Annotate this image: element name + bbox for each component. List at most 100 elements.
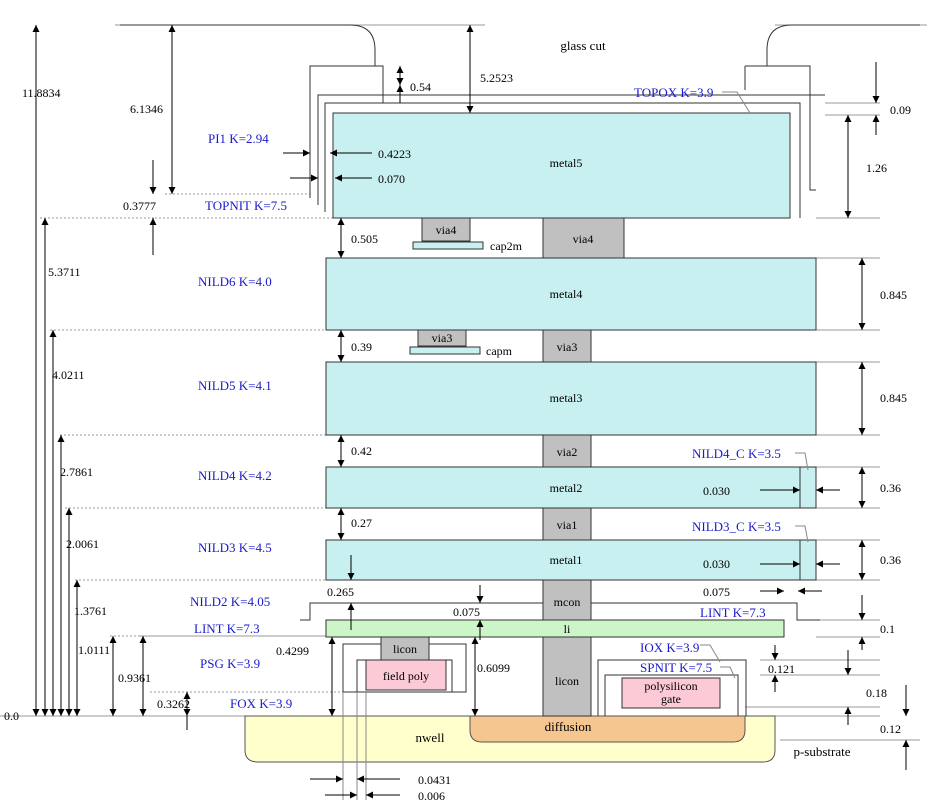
dim-0-070: 0.070	[378, 172, 405, 186]
dim-0-12: 0.12	[880, 722, 901, 736]
field-poly-rect	[365, 659, 447, 691]
dim-5-2523: 5.2523	[480, 71, 513, 85]
dim-1-26: 1.26	[866, 161, 887, 175]
metal3-label: metal3	[550, 391, 583, 405]
dim-0-09: 0.09	[890, 103, 911, 117]
cap2m-label: cap2m	[490, 239, 523, 253]
via4-small-label: via4	[436, 223, 457, 237]
dim-0-006: 0.006	[418, 789, 445, 803]
metal3-rect	[325, 361, 817, 436]
fox-label: FOX K=3.9	[230, 696, 292, 711]
dim-0-0: 0.0	[4, 709, 19, 723]
cap2m-rect	[412, 241, 484, 250]
via3-label: via3	[557, 340, 578, 354]
dim-0-845-m4: 0.845	[880, 288, 907, 302]
reference-lines	[40, 193, 345, 693]
gate-outline	[597, 659, 747, 716]
dim-2-7861: 2.7861	[60, 465, 93, 479]
poly-gate-label-line1: polysilicon	[644, 679, 697, 693]
nild5-label: NILD5 K=4.1	[198, 378, 272, 393]
licon-small-label: licon	[393, 642, 417, 656]
dim-0-4223: 0.4223	[378, 147, 411, 161]
dim-0-3777: 0.3777	[123, 199, 156, 213]
metal1-label: metal1	[550, 553, 583, 567]
dim-0-54: 0.54	[410, 80, 431, 94]
dim-0-4299: 0.4299	[276, 644, 309, 658]
lint-right-label: LINT K=7.3	[700, 605, 766, 620]
dim-0-075-right: 0.075	[703, 585, 730, 599]
dim-0-075-left: 0.075	[453, 605, 480, 619]
nild2-label: NILD2 K=4.05	[190, 594, 270, 609]
label-leaders	[700, 91, 809, 679]
mcon-rect	[542, 579, 592, 621]
dim-0-505: 0.505	[351, 232, 378, 246]
metal5-label: metal5	[550, 156, 583, 170]
dim-0-36-m1: 0.36	[880, 553, 901, 567]
iox-label: IOX K=3.9	[640, 640, 699, 655]
dim-0-42: 0.42	[351, 444, 372, 458]
via4-small-rect	[421, 217, 471, 242]
licon-big-label: licon	[555, 674, 579, 688]
li-label: li	[564, 622, 571, 636]
dim-0-845-m3: 0.845	[880, 391, 907, 405]
dim-2-0061: 2.0061	[66, 537, 99, 551]
dim-1-0111: 1.0111	[78, 643, 110, 657]
licon-big-rect	[542, 636, 592, 717]
psg-label: PSG K=3.9	[200, 656, 260, 671]
diffusion-region	[469, 715, 746, 743]
topnit-label: TOPNIT K=7.5	[205, 198, 287, 213]
metal2-rect	[325, 466, 817, 509]
dimension-arrows	[32, 25, 910, 799]
via4-label: via4	[573, 232, 594, 246]
p-substrate-label: p-substrate	[793, 744, 850, 759]
via1-label: via1	[557, 518, 578, 532]
nild4c-label: NILD4_C K=3.5	[692, 446, 781, 461]
dim-0-18: 0.18	[866, 686, 887, 700]
dim-0-265: 0.265	[327, 585, 354, 599]
poly-gate-rect	[621, 677, 721, 709]
nwell-label: nwell	[416, 730, 445, 745]
metal2-label: metal2	[550, 481, 583, 495]
poly-gate-label-line2: gate	[661, 692, 681, 706]
dim-0-3262: 0.3262	[157, 697, 190, 711]
via2-rect	[542, 434, 592, 468]
capm-label: capm	[486, 344, 513, 358]
dim-0-030-m1: 0.030	[703, 557, 730, 571]
metal1-rect	[325, 539, 817, 581]
via2-label: via2	[557, 445, 578, 459]
dim-6-1346: 6.1346	[130, 102, 163, 116]
nild6-label: NILD6 K=4.0	[198, 274, 272, 289]
dim-11-8834: 11.8834	[22, 86, 61, 100]
field-poly-label: field poly	[383, 669, 429, 683]
nild4-label: NILD4 K=4.2	[198, 468, 272, 483]
metal4-label: metal4	[550, 287, 583, 301]
dielectric-labels: TOPOX K=3.9 PI1 K=2.94 TOPNIT K=7.5 NILD…	[190, 85, 781, 711]
dim-0-121: 0.121	[768, 662, 795, 676]
via3-small-label: via3	[432, 331, 453, 345]
dim-0-36-m2: 0.36	[880, 481, 901, 495]
dim-5-3711: 5.3711	[48, 265, 81, 279]
dim-0-030-m2: 0.030	[703, 484, 730, 498]
nild3-label: NILD3 K=4.5	[198, 540, 272, 555]
dimension-labels: 11.8834 6.1346 5.2523 0.54 0.09 1.26 0.4…	[4, 71, 911, 803]
dim-0-27: 0.27	[351, 516, 372, 530]
mcon-label: mcon	[554, 595, 581, 609]
dim-0-6099: 0.6099	[477, 661, 510, 675]
via4-rect	[542, 217, 625, 259]
lint-left-label: LINT K=7.3	[194, 621, 260, 636]
glass-cut-label: glass cut	[560, 38, 606, 53]
nild3c-label: NILD3_C K=3.5	[692, 519, 781, 534]
li-rect	[325, 619, 785, 638]
dim-0-9361: 0.9361	[118, 671, 151, 685]
topox-label: TOPOX K=3.9	[634, 85, 713, 100]
diffusion-label: diffusion	[545, 719, 592, 734]
dim-0-0431: 0.0431	[418, 773, 451, 787]
via1-rect	[542, 507, 592, 541]
metal5-rect	[332, 112, 791, 219]
spnit-label: SPNIT K=7.5	[640, 660, 712, 675]
via3-small-rect	[417, 329, 467, 347]
capm-rect	[409, 346, 481, 355]
dim-0-1: 0.1	[880, 622, 895, 636]
dim-0-39: 0.39	[351, 340, 372, 354]
